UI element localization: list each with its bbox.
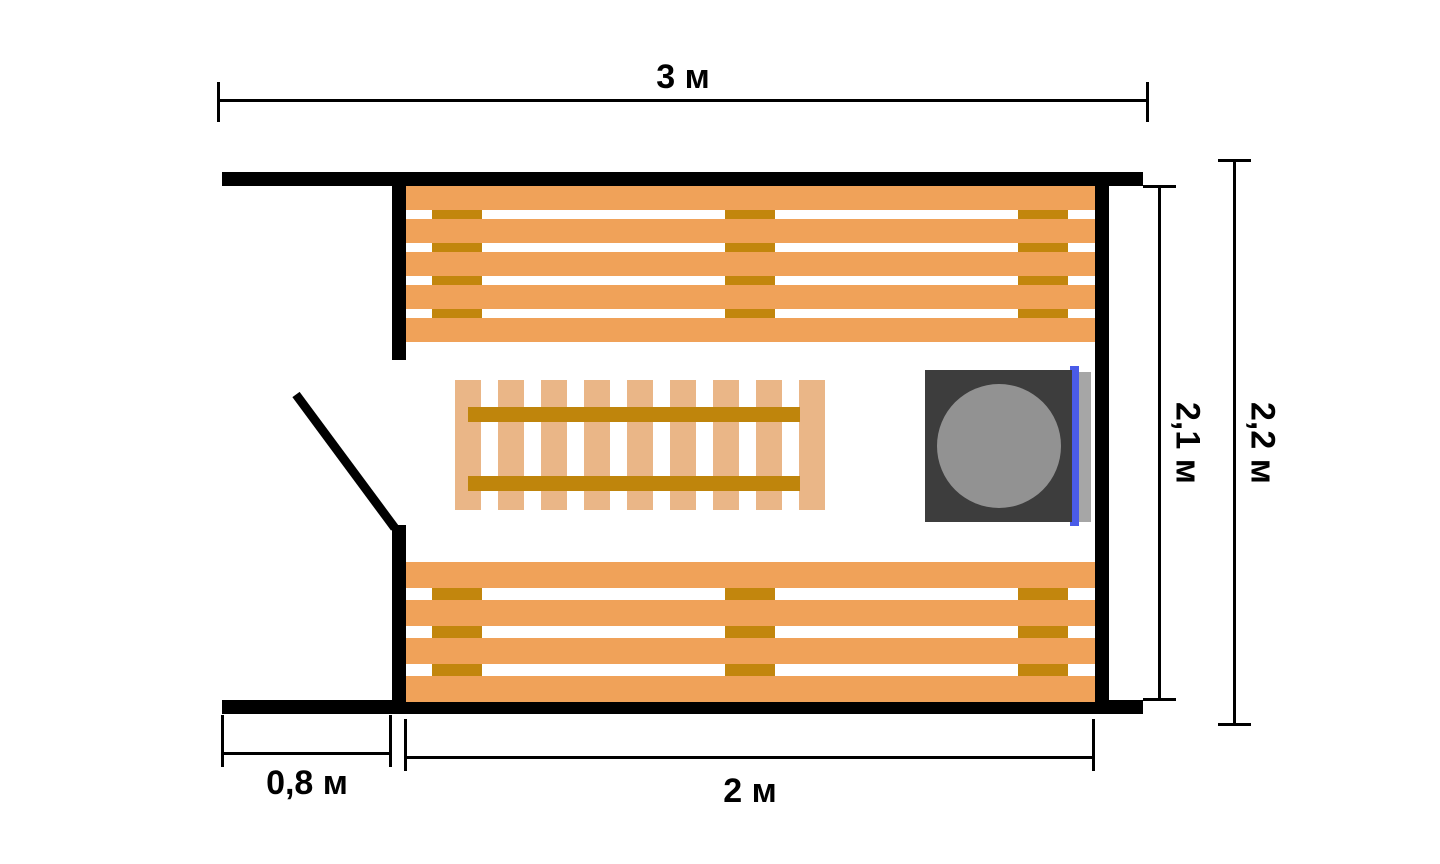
outer-height-tick-bottom — [1218, 723, 1251, 726]
door-section-dim-line — [222, 752, 391, 755]
inner-height-tick-bottom — [1143, 698, 1176, 701]
stove-heat-shield — [1070, 366, 1079, 526]
outer-height-tick-top — [1218, 159, 1251, 162]
lower-bench — [406, 562, 1095, 702]
wall-top — [222, 172, 1143, 186]
inner-width-label: 2 м — [723, 772, 777, 810]
outer-width-dim-line — [218, 99, 1148, 102]
wall-bottom — [222, 700, 1143, 714]
door-section-tick-right — [389, 715, 392, 767]
wall-left-upper — [392, 172, 406, 360]
inner-height-label: 2,1 м — [1168, 402, 1207, 484]
grate-rail — [468, 476, 800, 491]
door-section-tick-left — [221, 715, 224, 767]
outer-height-dim-line — [1233, 160, 1236, 726]
inner-width-tick-right — [1092, 719, 1095, 771]
door-leaf — [292, 391, 399, 531]
outer-width-tick-right — [1146, 82, 1149, 122]
outer-width-label: 3 м — [656, 58, 710, 96]
bench-support — [725, 186, 775, 342]
stove-lid — [937, 384, 1061, 508]
bench-support — [432, 562, 482, 702]
outer-height-label: 2,2 м — [1243, 402, 1282, 484]
inner-width-dim-line — [405, 756, 1095, 759]
stove-mount — [1079, 372, 1091, 522]
inner-width-tick-left — [404, 719, 407, 771]
inner-height-dim-line — [1158, 186, 1161, 700]
inner-height-tick-top — [1143, 185, 1176, 188]
bench-support — [725, 562, 775, 702]
bench-support — [1018, 186, 1068, 342]
floor-grate — [455, 380, 825, 510]
grate-rail — [468, 407, 800, 422]
wall-left-lower — [392, 525, 406, 714]
stove — [925, 370, 1072, 522]
outer-width-tick-left — [217, 82, 220, 122]
bench-support — [432, 186, 482, 342]
door-section-label: 0,8 м — [266, 764, 348, 802]
wall-right — [1095, 172, 1109, 714]
upper-bench — [406, 186, 1095, 342]
bench-support — [1018, 562, 1068, 702]
